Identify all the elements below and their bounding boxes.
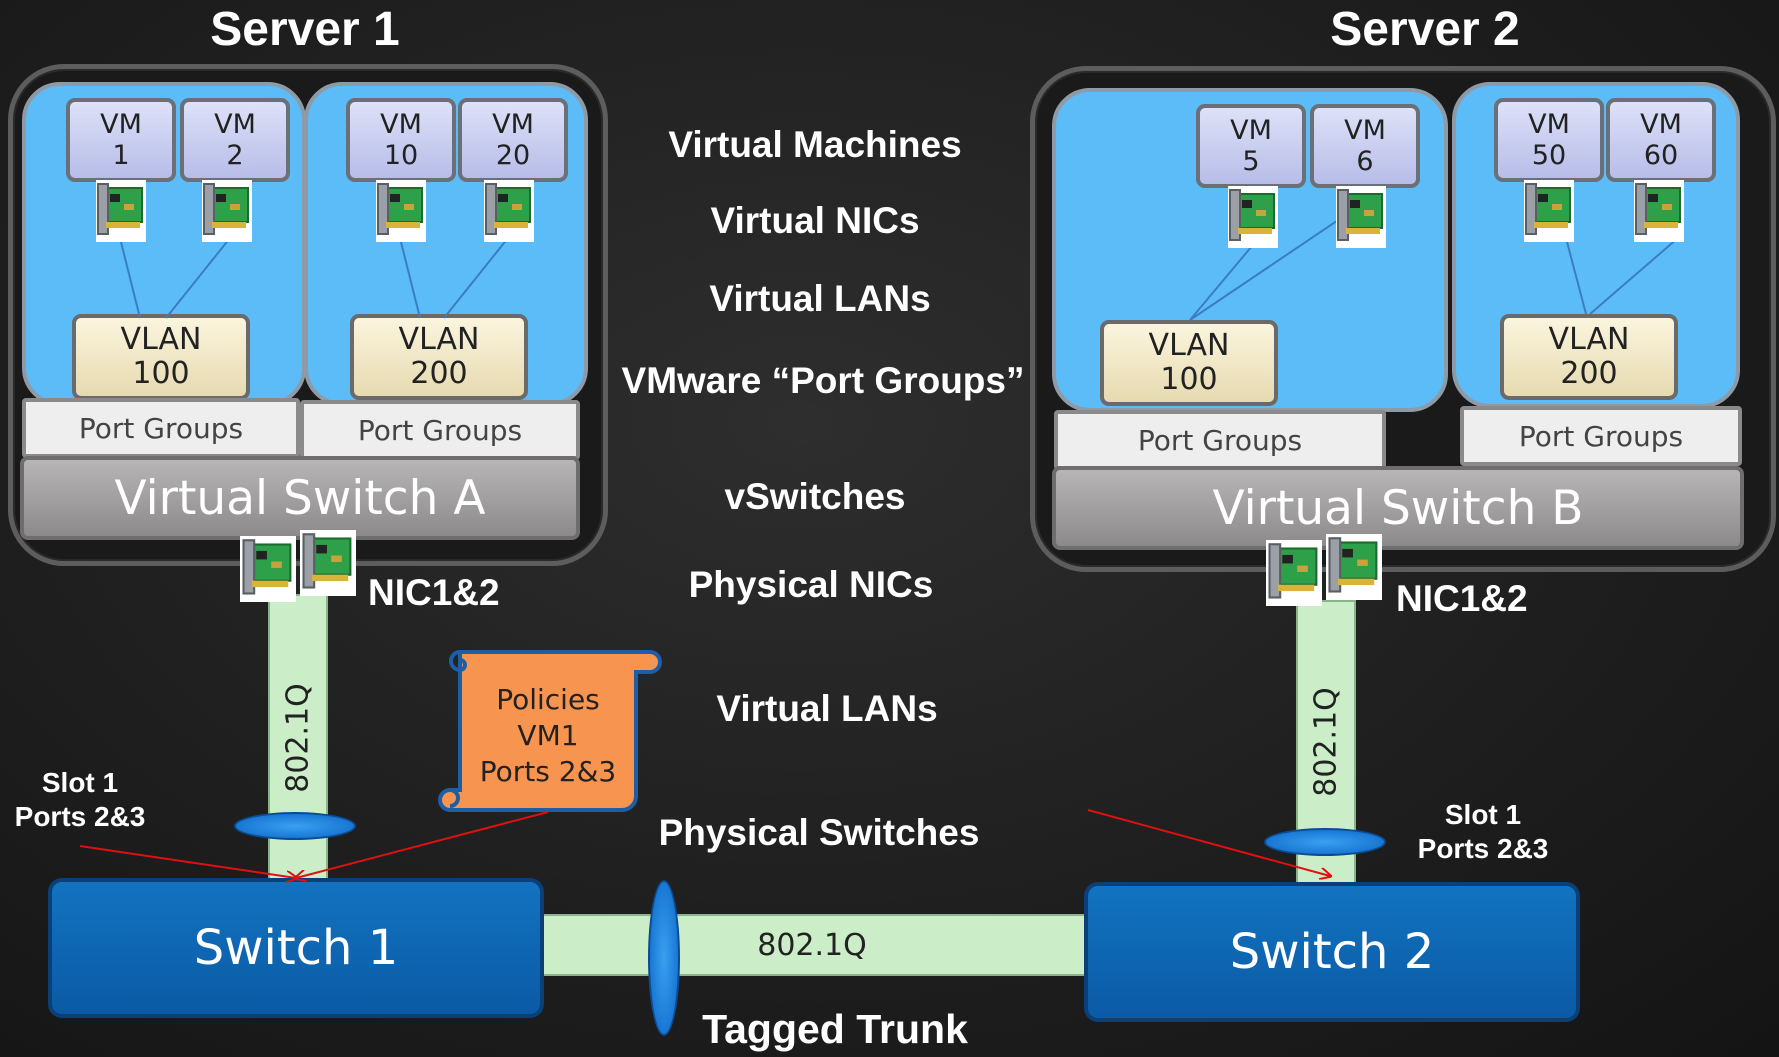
nic-label-server1: NIC1&2 <box>368 572 500 613</box>
server-1-title: Server 1 <box>210 3 400 56</box>
switch-2[interactable]: Switch 2 <box>1084 882 1580 1022</box>
network-card-icon <box>484 180 534 242</box>
server-2-title: Server 2 <box>1330 3 1520 56</box>
layer-label-physical-nics: Physical NICs <box>688 564 934 605</box>
network-card-icon <box>96 180 146 242</box>
network-card-icon <box>1228 186 1278 248</box>
port-groups-server2-a[interactable]: Port Groups <box>1054 410 1386 470</box>
slot-arrow-left <box>79 845 296 878</box>
layer-label-tagged-trunk: Tagged Trunk <box>702 1006 968 1052</box>
tagged-trunk-link: 802.1Q <box>536 914 1088 976</box>
network-card-icon <box>300 530 356 596</box>
layer-label-virtual-machines: Virtual Machines <box>668 124 962 165</box>
port-groups-server2-b[interactable]: Port Groups <box>1460 406 1742 466</box>
layer-label-virtual-lans: Virtual LANs <box>709 278 931 319</box>
port-groups-server1-b[interactable]: Port Groups <box>300 400 580 460</box>
policy-scroll-text: Policies VM1 Ports 2&3 <box>479 683 617 788</box>
layer-label-virtual-lans-2: Virtual LANs <box>716 688 938 729</box>
network-card-icon <box>202 180 252 242</box>
network-card-icon <box>1524 180 1574 242</box>
network-card-icon <box>1266 540 1322 606</box>
virtual-switch-a[interactable]: Virtual Switch A <box>20 456 580 540</box>
vlan-tap-ellipse-server2 <box>1264 828 1386 856</box>
switch-1[interactable]: Switch 1 <box>48 878 544 1018</box>
network-card-icon <box>1336 186 1386 248</box>
network-card-icon <box>376 180 426 242</box>
slot-label-left: Slot 1 Ports 2&3 <box>14 767 146 832</box>
port-groups-server1-a[interactable]: Port Groups <box>22 398 300 458</box>
network-card-icon <box>1634 180 1684 242</box>
slot-label-right: Slot 1 Ports 2&3 <box>1417 799 1549 864</box>
vlan-tap-ellipse-trunk <box>648 880 680 1036</box>
policy-scroll <box>438 650 662 812</box>
layer-label-vswitches: vSwitches <box>724 476 906 517</box>
network-card-icon <box>240 536 296 602</box>
network-card-icon <box>1326 534 1382 600</box>
layer-label-port-groups: VMware “Port Groups” <box>621 360 1025 401</box>
virtual-switch-b[interactable]: Virtual Switch B <box>1052 466 1744 550</box>
vlan-tap-ellipse-server1 <box>234 812 356 840</box>
layer-label-physical-switches: Physical Switches <box>658 812 980 853</box>
layer-label-virtual-nics: Virtual NICs <box>710 200 920 241</box>
nic-label-server2: NIC1&2 <box>1396 578 1528 619</box>
